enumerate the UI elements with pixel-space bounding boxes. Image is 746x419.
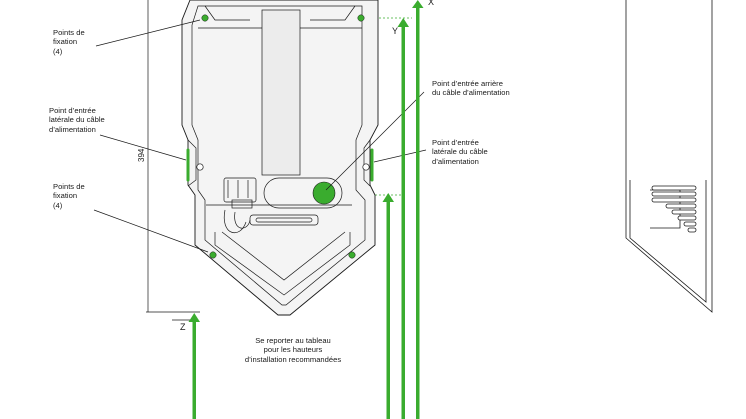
label-installation-note: Se reporter au tableau pour les hauteurs… (244, 336, 342, 364)
fixing-points (201, 14, 365, 259)
rear-cable-entry (312, 181, 336, 205)
axis-label-y: Y (392, 26, 399, 36)
arrow-x-head (412, 0, 424, 8)
label-rear-cable-entry: Point d’entrée arrière du câble d’alimen… (432, 79, 510, 98)
side-entry-marks (186, 148, 374, 182)
side-view (625, 0, 713, 313)
arrow-y-shaft (401, 25, 405, 419)
arrow-y-head (397, 18, 409, 27)
height-arrows (188, 0, 424, 419)
unit-inner-outline (187, 5, 371, 306)
fixing-point-bottom-left (209, 251, 217, 259)
side-holes (196, 163, 370, 171)
side-view-vents (651, 185, 697, 233)
arrow-side-shaft (386, 200, 390, 419)
fixing-point-bottom-right (348, 251, 356, 259)
label-fixing-points-bottom: Points de fixation (4) (53, 182, 85, 210)
arrow-side-head (382, 193, 394, 202)
arrow-x-shaft (416, 6, 420, 419)
label-fixing-points-top: Points de fixation (4) (53, 28, 85, 56)
arrow-z-shaft (192, 320, 196, 419)
fixing-point-top-left (201, 14, 209, 22)
dimension-line-394 (146, 0, 200, 313)
dimension-394: 394 (137, 148, 146, 162)
leader-lines (93, 19, 427, 253)
axis-label-z: Z (180, 322, 186, 332)
fixing-point-top-right (357, 14, 365, 22)
axis-label-x: X (428, 0, 435, 7)
label-side-entry-left: Point d’entrée latérale du câble d’alime… (49, 106, 105, 134)
label-side-entry-right: Point d’entrée latérale du câble d’alime… (432, 138, 488, 166)
arrow-z-head (188, 313, 200, 322)
